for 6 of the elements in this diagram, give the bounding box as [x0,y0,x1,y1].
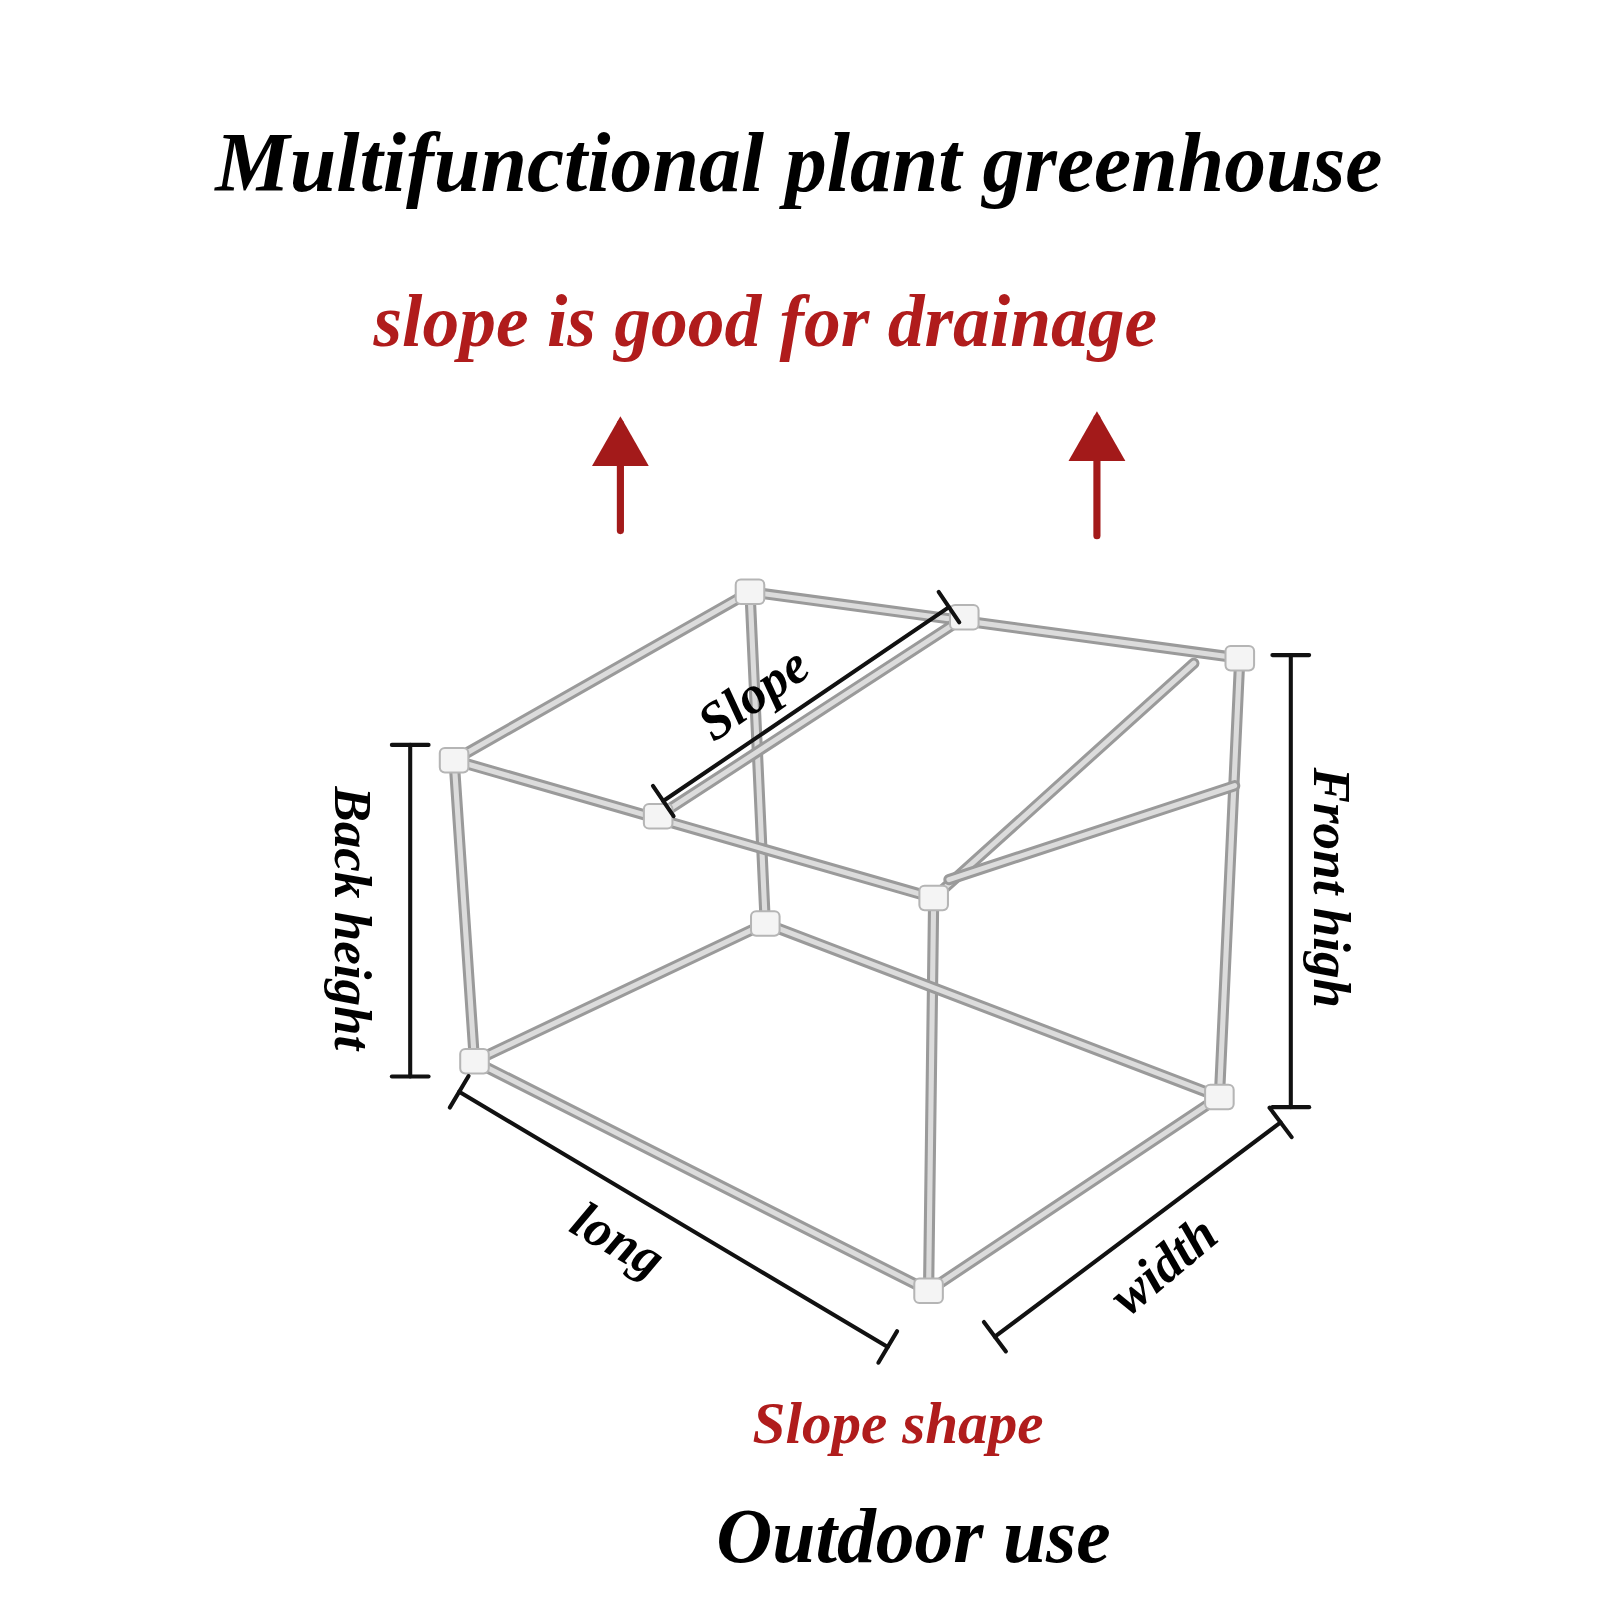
dimension-label: long [562,1192,673,1288]
dimension-label: Front high [1304,767,1358,1008]
subtitle: Outdoor use [716,1496,1111,1575]
subtitle: Slope shape [752,1393,1044,1454]
dimension-label: Slope [688,637,818,751]
dimension-label: Back height [325,786,379,1051]
